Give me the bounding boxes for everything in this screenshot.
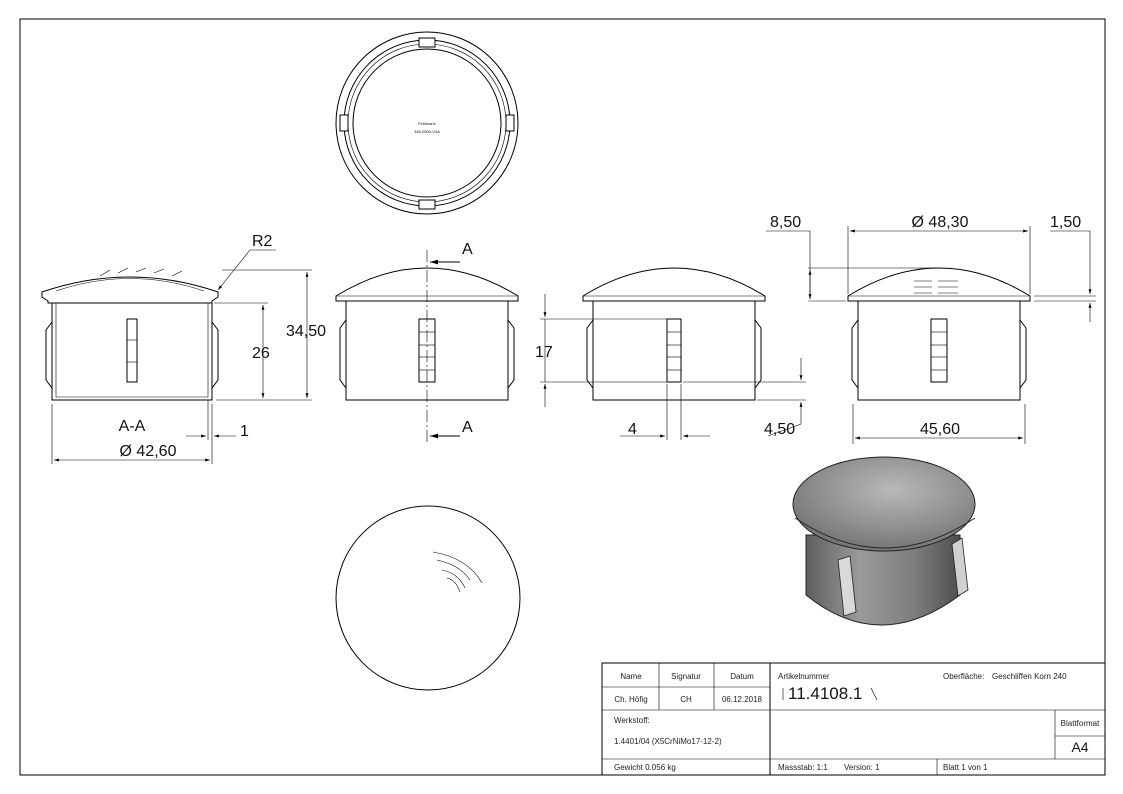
material-label: Werkstoff:: [614, 716, 650, 725]
sheet-number: Blatt 1 von 1: [943, 763, 988, 772]
surface-label: Oberfläche:: [943, 672, 984, 681]
section-label: A-A: [119, 418, 146, 435]
drafter-name: Ch. Höfig: [614, 695, 647, 704]
side-view: [582, 267, 766, 401]
top-view: Feldmann 346-0000-V4A: [335, 31, 519, 215]
dim-height-body: 26: [252, 345, 270, 362]
dim-cap-height: 8,50: [770, 214, 801, 231]
dim-body-diameter: 45,60: [920, 421, 960, 438]
dim-slot-height: 17: [535, 344, 553, 361]
header-signature: Signatur: [671, 672, 701, 681]
dim-slot-bottom: 4,50: [764, 421, 795, 438]
sheet-format-value: A4: [1071, 739, 1088, 755]
surface-value: Geschliffen Korn 240: [992, 672, 1067, 681]
drawing-border: [19, 18, 1106, 776]
article-label: Artikelnummer: [778, 672, 830, 681]
article-number: 11.4108.1: [788, 684, 862, 703]
header-date: Datum: [730, 672, 754, 681]
sheet-format-label: Blattformat: [1061, 719, 1100, 728]
section-view-a-a: [41, 267, 219, 401]
dim-inner-diameter: Ø 42,60: [120, 443, 177, 460]
marking-line-1: Feldmann: [418, 121, 436, 126]
title-block: [601, 662, 1106, 776]
cut-label-bottom: A: [462, 419, 473, 436]
drawing-date: 06.12.2018: [722, 695, 763, 704]
cut-label-top: A: [462, 241, 473, 258]
bottom-view: [335, 505, 521, 691]
dim-height-total: 34,50: [286, 323, 326, 340]
dim-cap-diameter: Ø 48,30: [912, 214, 969, 231]
right-view: [847, 267, 1031, 401]
dim-rim: 1,50: [1050, 214, 1081, 231]
dim-wall: 1: [240, 423, 249, 440]
header-name: Name: [620, 672, 642, 681]
marking-line-2: 346-0000-V4A: [414, 129, 440, 134]
drafter-signature: CH: [680, 695, 692, 704]
version: Version: 1: [844, 763, 880, 772]
material-value: 1.4401/04 (X5CrNiMo17-12-2): [614, 737, 722, 746]
dim-r2: R2: [252, 233, 273, 250]
dim-slot-width: 4: [628, 421, 637, 438]
weight: Gewicht 0.056 kg: [614, 763, 676, 772]
scale: Massstab: 1:1: [778, 763, 828, 772]
front-view: [335, 250, 519, 445]
isometric-view: [792, 456, 976, 626]
